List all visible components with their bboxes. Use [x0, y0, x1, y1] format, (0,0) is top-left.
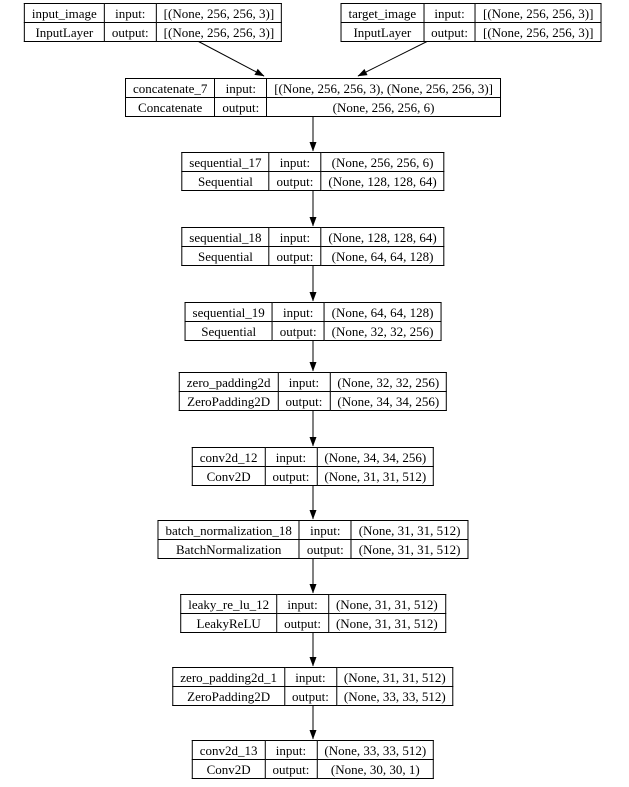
output-shape: [(None, 256, 256, 3)] — [474, 22, 602, 42]
layer-node-zero-padding2d: zero_padding2d input: (None, 32, 32, 256… — [178, 372, 448, 411]
layer-node-conv2d-12: conv2d_12 input: (None, 34, 34, 256) Con… — [191, 447, 435, 486]
layer-type: InputLayer — [340, 22, 425, 42]
input-shape: [(None, 256, 256, 3), (None, 256, 256, 3… — [266, 78, 501, 98]
output-label: output: — [298, 539, 352, 559]
layer-table: batch_normalization_18 input: (None, 31,… — [157, 520, 469, 559]
input-label: input: — [276, 594, 329, 614]
output-label: output: — [214, 97, 268, 117]
layer-node-sequential-18: sequential_18 input: (None, 128, 128, 64… — [181, 227, 445, 266]
output-label: output: — [276, 613, 329, 633]
layer-type: Sequential — [181, 171, 270, 191]
output-shape: (None, 64, 64, 128) — [320, 246, 445, 266]
input-label: input: — [284, 667, 337, 687]
layer-name: sequential_19 — [184, 302, 273, 322]
input-label: input: — [423, 3, 476, 23]
input-shape: (None, 32, 32, 256) — [329, 372, 448, 392]
layer-type: InputLayer — [23, 22, 105, 42]
output-shape: (None, 31, 31, 512) — [316, 466, 435, 486]
output-shape: (None, 31, 31, 512) — [327, 613, 446, 633]
layer-type: ZeroPadding2D — [178, 391, 279, 411]
layer-name: conv2d_13 — [191, 740, 266, 760]
input-shape: (None, 31, 31, 512) — [327, 594, 446, 614]
output-label: output: — [284, 686, 337, 706]
input-shape: (None, 34, 34, 256) — [316, 447, 435, 467]
layer-type: Conv2D — [191, 759, 266, 779]
layer-table: zero_padding2d input: (None, 32, 32, 256… — [178, 372, 448, 411]
layer-type: Concatenate — [125, 97, 216, 117]
layer-node-sequential-19: sequential_19 input: (None, 64, 64, 128)… — [184, 302, 442, 341]
layer-table: input_image input: [(None, 256, 256, 3)]… — [23, 3, 283, 42]
layer-node-concatenate-7: concatenate_7 input: [(None, 256, 256, 3… — [125, 78, 501, 117]
layer-name: batch_normalization_18 — [157, 520, 300, 540]
layer-type: Sequential — [181, 246, 270, 266]
layer-type: LeakyReLU — [180, 613, 278, 633]
input-label: input: — [268, 227, 322, 247]
input-label: input: — [264, 447, 318, 467]
layer-name: zero_padding2d_1 — [172, 667, 286, 687]
layer-table: conv2d_13 input: (None, 33, 33, 512) Con… — [191, 740, 435, 779]
input-shape: [(None, 256, 256, 3)] — [474, 3, 602, 23]
output-shape: (None, 128, 128, 64) — [320, 171, 445, 191]
layer-table: sequential_19 input: (None, 64, 64, 128)… — [184, 302, 442, 341]
layer-node-input-image: input_image input: [(None, 256, 256, 3)]… — [23, 3, 283, 42]
input-label: input: — [264, 740, 318, 760]
output-label: output: — [264, 759, 318, 779]
output-shape: (None, 32, 32, 256) — [323, 321, 442, 341]
layer-name: input_image — [23, 3, 105, 23]
output-shape: (None, 33, 33, 512) — [335, 686, 454, 706]
layer-node-zero-padding2d-1: zero_padding2d_1 input: (None, 31, 31, 5… — [172, 667, 454, 706]
layer-table: target_image input: [(None, 256, 256, 3)… — [340, 3, 602, 42]
layer-node-batch-normalization-18: batch_normalization_18 input: (None, 31,… — [157, 520, 469, 559]
output-shape: (None, 34, 34, 256) — [329, 391, 448, 411]
input-shape: (None, 64, 64, 128) — [323, 302, 442, 322]
input-shape: [(None, 256, 256, 3)] — [155, 3, 283, 23]
input-shape: (None, 31, 31, 512) — [350, 520, 469, 540]
layer-node-sequential-17: sequential_17 input: (None, 256, 256, 6)… — [181, 152, 445, 191]
layer-name: sequential_18 — [181, 227, 270, 247]
output-label: output: — [271, 321, 325, 341]
layer-node-leaky-re-lu-12: leaky_re_lu_12 input: (None, 31, 31, 512… — [180, 594, 446, 633]
output-label: output: — [264, 466, 318, 486]
output-label: output: — [268, 246, 322, 266]
output-shape: (None, 31, 31, 512) — [350, 539, 469, 559]
edge-arrow-input-image-to-concatenate — [189, 36, 265, 77]
input-label: input: — [277, 372, 331, 392]
layer-table: zero_padding2d_1 input: (None, 31, 31, 5… — [172, 667, 454, 706]
input-label: input: — [271, 302, 325, 322]
input-label: input: — [103, 3, 157, 23]
layer-node-conv2d-13: conv2d_13 input: (None, 33, 33, 512) Con… — [191, 740, 435, 779]
output-label: output: — [423, 22, 476, 42]
input-shape: (None, 31, 31, 512) — [335, 667, 454, 687]
layer-type: ZeroPadding2D — [172, 686, 286, 706]
input-shape: (None, 33, 33, 512) — [316, 740, 435, 760]
layer-name: zero_padding2d — [178, 372, 279, 392]
output-shape: (None, 30, 30, 1) — [316, 759, 435, 779]
output-label: output: — [277, 391, 331, 411]
layer-type: Sequential — [184, 321, 273, 341]
edge-arrow-target-image-to-concatenate — [357, 36, 437, 77]
output-label: output: — [268, 171, 322, 191]
layer-name: sequential_17 — [181, 152, 270, 172]
output-label: output: — [103, 22, 157, 42]
output-shape: (None, 256, 256, 6) — [266, 97, 501, 117]
layer-type: BatchNormalization — [157, 539, 300, 559]
input-label: input: — [214, 78, 268, 98]
output-shape: [(None, 256, 256, 3)] — [155, 22, 283, 42]
layer-table: sequential_17 input: (None, 256, 256, 6)… — [181, 152, 445, 191]
layer-name: conv2d_12 — [191, 447, 266, 467]
input-shape: (None, 128, 128, 64) — [320, 227, 445, 247]
input-label: input: — [268, 152, 322, 172]
layer-node-target-image: target_image input: [(None, 256, 256, 3)… — [340, 3, 602, 42]
input-shape: (None, 256, 256, 6) — [320, 152, 445, 172]
layer-table: concatenate_7 input: [(None, 256, 256, 3… — [125, 78, 501, 117]
layer-name: leaky_re_lu_12 — [180, 594, 278, 614]
layer-table: conv2d_12 input: (None, 34, 34, 256) Con… — [191, 447, 435, 486]
layer-table: leaky_re_lu_12 input: (None, 31, 31, 512… — [180, 594, 446, 633]
layer-name: concatenate_7 — [125, 78, 216, 98]
layer-name: target_image — [340, 3, 425, 23]
input-label: input: — [298, 520, 352, 540]
layer-table: sequential_18 input: (None, 128, 128, 64… — [181, 227, 445, 266]
layer-type: Conv2D — [191, 466, 266, 486]
